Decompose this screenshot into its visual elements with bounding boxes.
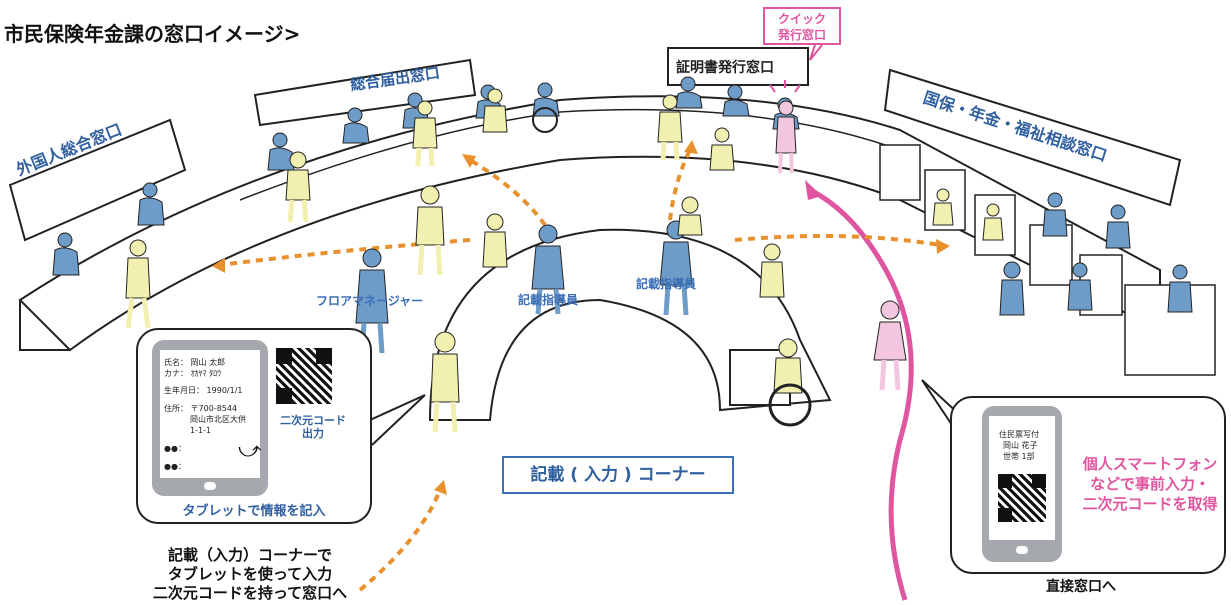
- qr-caption-line1: 二次元コード: [280, 414, 346, 427]
- address-line1: 〒700-8544: [190, 404, 238, 413]
- bottom-left-caption: 記載（入力）コーナーで タブレットを使って入力 二次元コードを持って窓口へ: [140, 546, 360, 603]
- bottom-left-line3: 二次元コードを持って窓口へ: [152, 584, 348, 602]
- phone-line1: 住民票写付: [999, 430, 1039, 439]
- tablet-screen: 氏名： 岡山 太郎 カナ： ｵｶﾔﾏ ﾀﾛｳ 生年月日： 1990/1/1 住所…: [160, 350, 260, 478]
- tablet-home-button: [204, 482, 216, 490]
- name-label: 氏名：: [164, 358, 188, 367]
- direct-path-arrowhead: [805, 180, 822, 200]
- quick-line2: 発行窓口: [777, 28, 826, 42]
- phone-bubble-text: 個人スマートフォン などで事前入力・ 二次元コードを取得: [1080, 454, 1220, 514]
- phone-text-line3: 二次元コードを取得: [1082, 495, 1218, 513]
- route-arrowheads: [212, 140, 950, 495]
- curved-arrow-icon: ⤻: [238, 438, 262, 463]
- qr-caption-line2: 出力: [302, 427, 324, 440]
- qr-code-icon: [276, 348, 332, 404]
- guide-label-right: 記載指導員: [636, 277, 697, 291]
- bottom-right-caption: 直接窓口へ: [1046, 579, 1116, 595]
- phone-text-line1: 個人スマートフォン: [1082, 455, 1218, 473]
- dots-field-2: ●●：: [164, 462, 186, 471]
- sign-certificate-window: 証明書発行窓口: [676, 60, 774, 76]
- phone-qr-code-icon: [998, 474, 1046, 522]
- birth-label: 生年月日：: [164, 386, 204, 395]
- phone-bubble: 住民票写付 岡山 花子 世帯 1部 個人スマートフォン などで事前入力・ 二次元…: [950, 396, 1226, 574]
- entry-corner-label: 記載 ( 入力 ) コーナー: [502, 456, 734, 494]
- address-line2: 岡山市北区大供: [190, 415, 246, 424]
- quick-line1: クイック: [777, 12, 826, 26]
- qr-caption: 二次元コード 出力: [280, 414, 346, 440]
- birth-value: 1990/1/1: [206, 386, 243, 395]
- address-line3: 1-1-1: [190, 426, 212, 435]
- page-title: 市民保険年金課の窓口イメージ>: [4, 22, 301, 46]
- name-value: 岡山 太郎: [190, 358, 226, 367]
- phone-line2: 岡山 花子: [1003, 441, 1038, 450]
- tablet-bubble-tail: [369, 394, 426, 446]
- smartphone-home-button: [1016, 546, 1028, 554]
- tablet-device: 氏名： 岡山 太郎 カナ： ｵｶﾔﾏ ﾀﾛｳ 生年月日： 1990/1/1 住所…: [152, 340, 268, 496]
- address-label: 住所：: [164, 404, 188, 413]
- floor-manager-label: フロアマネージャー: [316, 294, 424, 308]
- staff-figures: [52, 76, 1193, 354]
- bottom-left-line2: タブレットを使って入力: [167, 565, 333, 583]
- sign-quick-window: クイック 発行窓口: [763, 7, 841, 45]
- quick-sign-pointer: [809, 44, 823, 61]
- direct-path-arrow: [808, 187, 914, 601]
- sign-boards: [8, 47, 1182, 242]
- guide-label-left: 記載指導員: [518, 293, 579, 307]
- kana-label: カナ：: [164, 369, 188, 378]
- pink-citizens: [775, 100, 907, 391]
- citizen-figures: [125, 88, 1004, 433]
- bottom-left-line1: 記載（入力）コーナーで: [167, 546, 333, 564]
- phone-line3: 世帯 1部: [1003, 452, 1035, 461]
- kana-value: ｵｶﾔﾏ ﾀﾛｳ: [190, 369, 222, 378]
- smartphone-screen: 住民票写付 岡山 花子 世帯 1部: [989, 416, 1055, 540]
- tablet-caption: タブレットで情報を記入: [182, 504, 326, 519]
- dots-field-1: ●●：: [164, 444, 186, 453]
- smartphone-device: 住民票写付 岡山 花子 世帯 1部: [982, 406, 1062, 562]
- tablet-bubble: 氏名： 岡山 太郎 カナ： ｵｶﾔﾏ ﾀﾛｳ 生年月日： 1990/1/1 住所…: [136, 328, 372, 524]
- phone-text-line2: などで事前入力・: [1090, 475, 1210, 493]
- quick-window-glow: [769, 80, 801, 93]
